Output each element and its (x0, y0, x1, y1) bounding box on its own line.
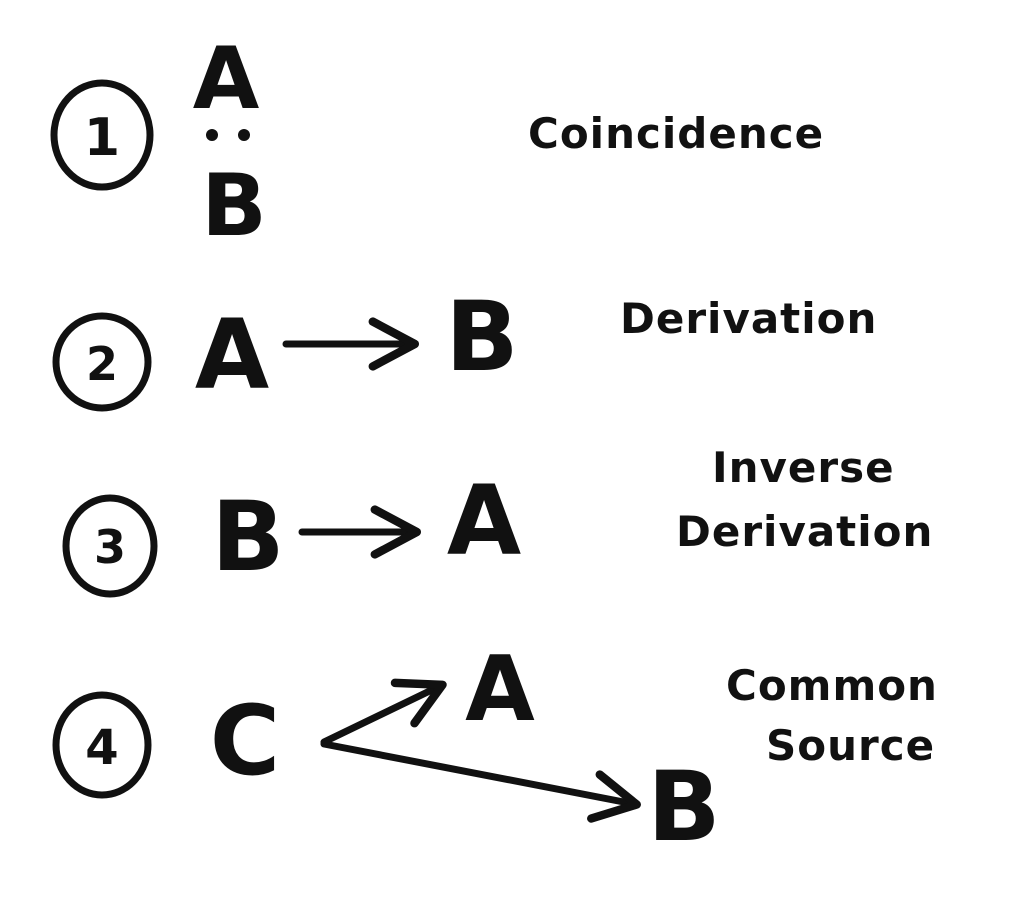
row-2-label-line-1: Derivation (620, 294, 877, 343)
row-4-node-c: C (210, 685, 280, 797)
row-4-number-circle (52, 691, 152, 799)
row-1-coincidence: 1 A B Coincidence (50, 29, 824, 256)
row-1-dot-left (206, 129, 218, 141)
row-2-derivation: 2 A B Derivation (52, 281, 877, 412)
row-4-arrow-to-a (320, 678, 447, 746)
row-4-number: 4 (85, 720, 118, 776)
row-4-arrow-to-b (320, 740, 641, 823)
row-2-number-circle (52, 312, 152, 412)
row-4-label-line-2: Source (766, 721, 935, 770)
row-4-node-b: B (647, 751, 720, 863)
row-3-label-line-1: Inverse (712, 443, 895, 492)
row-4-node-a: A (465, 637, 535, 742)
row-1-node-a: A (193, 29, 260, 129)
row-4-label-line-1: Common (726, 661, 938, 710)
row-2-node-a: A (195, 299, 269, 411)
row-3-label-line-2: Derivation (676, 507, 933, 556)
row-2-number: 2 (86, 337, 118, 391)
row-3-node-a: A (447, 465, 521, 577)
row-1-node-b: B (201, 156, 267, 256)
row-1-number-circle (50, 79, 154, 191)
row-1-number: 1 (84, 108, 120, 168)
row-3-number: 3 (94, 520, 126, 574)
row-4-common-source: 4 C A B Common Source (52, 637, 938, 863)
row-3-inverse-derivation: 3 B A Inverse Derivation (62, 443, 933, 598)
row-1-label-line-1: Coincidence (528, 109, 824, 158)
row-3-node-b: B (211, 481, 284, 593)
row-3-number-circle (62, 494, 158, 598)
row-1-dot-right (238, 129, 250, 141)
row-2-node-b: B (445, 281, 518, 393)
